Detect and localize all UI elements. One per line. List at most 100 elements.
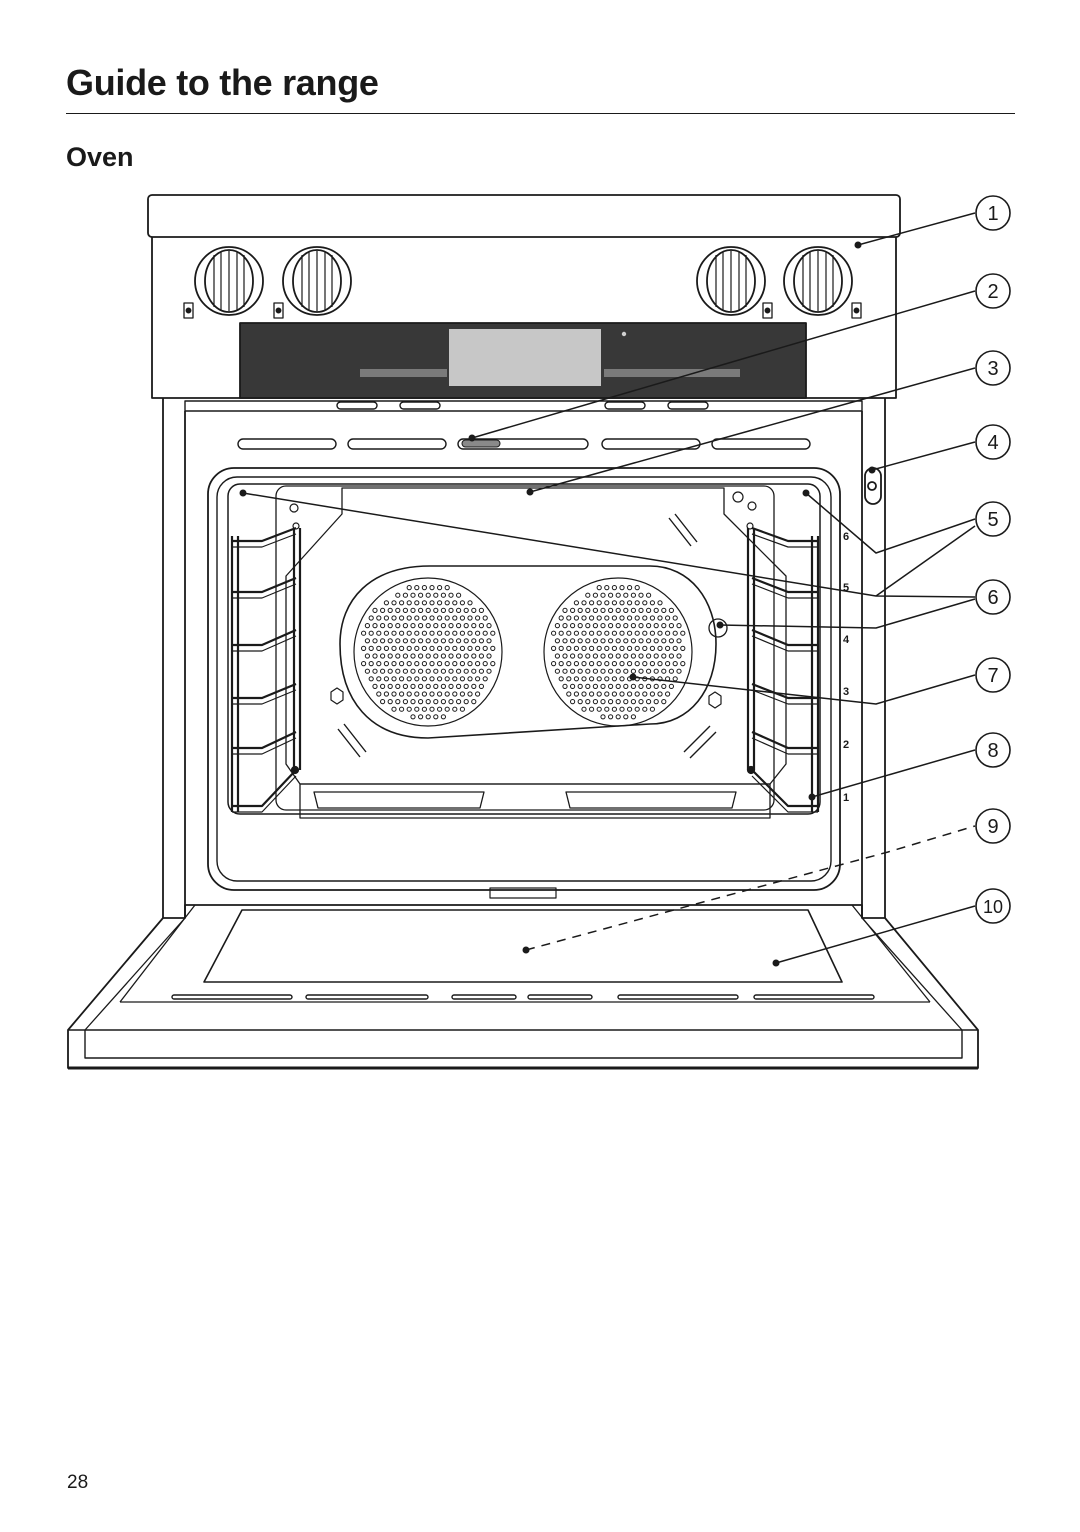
perforation-hole (566, 676, 572, 682)
perforation-hole (425, 714, 431, 720)
perforation-hole (589, 661, 595, 667)
perforation-hole (653, 683, 659, 690)
cooktop-surface (147, 194, 901, 238)
perforation-hole (444, 585, 450, 591)
callout-4 (975, 424, 1011, 460)
perforation-hole (589, 691, 595, 697)
callout-1 (975, 195, 1011, 231)
perforation-hole (596, 691, 602, 697)
leader-7 (720, 598, 975, 628)
perforation-hole (619, 661, 625, 667)
perforation-hole (376, 615, 382, 621)
perforation-hole (478, 653, 484, 659)
perforation-hole (566, 615, 572, 621)
perforation-hole (421, 706, 427, 712)
callout-10 (975, 888, 1011, 924)
perforation-hole (406, 676, 412, 682)
perforation-hole (410, 607, 416, 614)
perforation-hole (433, 638, 439, 644)
perforation-hole (414, 630, 420, 636)
perforation-hole (649, 615, 656, 621)
perforation-hole (459, 706, 465, 712)
perforation-hole (425, 683, 431, 690)
perforation-hole (642, 645, 648, 652)
perforation-hole (429, 615, 435, 621)
callout-label-10: 10 (983, 897, 1003, 917)
oven-frame (162, 398, 886, 918)
perforation-hole (634, 600, 640, 606)
perforation-hole (383, 661, 389, 667)
perforation-hole (414, 600, 420, 606)
perforation-hole (570, 623, 576, 629)
perforation-hole (638, 668, 644, 674)
perforation-hole (406, 600, 412, 606)
perforation-hole (448, 683, 454, 690)
perforation-hole (402, 699, 408, 705)
perforation-hole (619, 706, 625, 712)
perforation-hole (661, 668, 667, 674)
perforation-hole (421, 615, 427, 621)
perforation-hole (634, 585, 640, 591)
perforation-hole (570, 607, 576, 614)
perforation-hole (372, 653, 378, 659)
perforation-hole (391, 615, 397, 621)
perforation-hole (437, 630, 443, 636)
perforation-hole (573, 661, 580, 667)
perforation-hole (661, 683, 667, 690)
oven-cavity (227, 483, 821, 815)
perforation-hole (581, 630, 587, 636)
perforation-hole (437, 645, 443, 652)
knob-3 (696, 246, 766, 316)
perforation-hole (649, 645, 656, 652)
perforation-hole (429, 645, 435, 652)
perforation-hole (649, 706, 656, 712)
perforation-hole (642, 691, 648, 697)
knob-1 (194, 246, 264, 316)
perforation-hole (440, 607, 446, 614)
perforation-hole (646, 683, 652, 690)
perforation-hole (642, 615, 648, 621)
perforation-hole (478, 683, 484, 690)
callout-label-8: 8 (987, 740, 998, 762)
perforation-hole (383, 600, 389, 606)
perforation-hole (585, 592, 591, 598)
perforation-hole (592, 638, 599, 644)
perforation-hole (619, 585, 625, 591)
perforation-hole (482, 615, 488, 621)
perforation-hole (558, 645, 564, 652)
perforation-hole (581, 600, 587, 606)
perforation-hole (653, 653, 659, 659)
perforation-hole (459, 600, 465, 606)
leader-9 (525, 825, 976, 951)
leader-3 (529, 367, 976, 493)
knob-4 (783, 246, 853, 316)
perforation-hole (577, 683, 583, 690)
perforation-hole (448, 653, 454, 659)
perforation-hole (604, 630, 610, 636)
perforation-hole (402, 668, 408, 674)
vent-strip (184, 400, 863, 412)
perforation-hole (425, 638, 431, 644)
perforation-hole (440, 683, 446, 690)
perforation-hole (433, 623, 439, 629)
perforation-hole (680, 645, 686, 652)
perforation-hole (577, 653, 583, 659)
door-seal (207, 467, 841, 891)
perforation-hole (418, 699, 424, 705)
perforation-hole (368, 630, 374, 636)
perforation-hole (570, 653, 576, 659)
perforation-hole (467, 676, 473, 682)
perforation-hole (380, 623, 386, 629)
perforation-hole (429, 661, 435, 667)
perforation-hole (429, 630, 435, 636)
perforation-hole (680, 630, 686, 636)
perforation-hole (649, 661, 656, 667)
perforation-hole (437, 676, 443, 682)
perforation-hole (399, 600, 405, 606)
perforation-hole (456, 623, 462, 629)
perforation-hole (368, 615, 374, 621)
perforation-hole (414, 676, 420, 682)
perforation-hole (585, 683, 591, 690)
leader-8 (811, 749, 976, 798)
perforation-hole (364, 638, 370, 644)
